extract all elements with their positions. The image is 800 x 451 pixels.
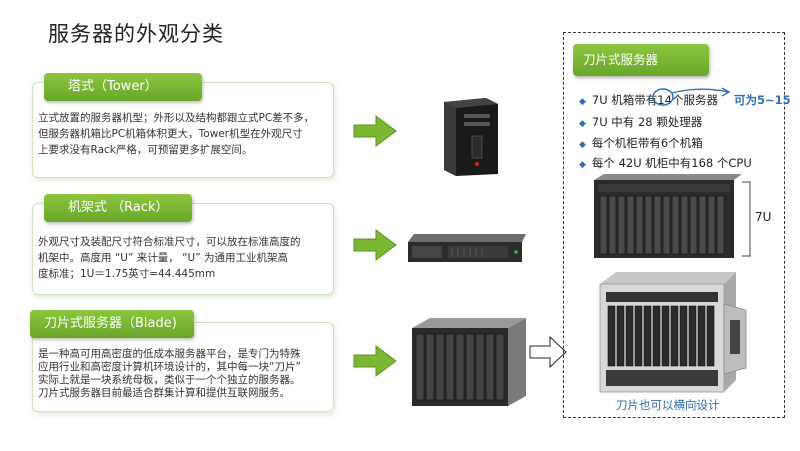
green-arrow-icon	[353, 229, 397, 261]
bullet-text-3: 每个机柜带有6个机箱	[591, 136, 703, 150]
rack-description: 外观尺寸及装配尺寸符合标准尺寸，可以放在标准高度的 机架中。高度用 “U” 来计…	[38, 234, 334, 282]
green-arrow-icon	[353, 115, 397, 147]
tower-line-2: 但服务器机箱比PC机箱体积更大，Tower机型在外观尺寸	[38, 128, 303, 140]
panel-caption: 刀片也可以横向设计	[616, 398, 720, 412]
rack-server-image	[408, 234, 526, 262]
horizontal-blade-image	[599, 272, 747, 393]
blade-tag: 刀片式服务器（Blade)	[30, 310, 194, 338]
diamond-bullet-icon: ◆	[579, 97, 586, 107]
rack-tag: 机架式 （Rack）	[44, 194, 192, 222]
rack-line-2: 机架中。高度用 “U” 来计量， “U” 为通用工业机架高	[38, 252, 288, 264]
annotation-text: 可为5~15	[734, 93, 791, 107]
height-bracket-icon	[742, 181, 751, 257]
blade-chassis-image	[412, 318, 526, 406]
page-title: 服务器的外观分类	[48, 22, 224, 46]
blade-line-1: 是一种高可用高密度的低成本服务器平台，是专门为特殊	[38, 348, 301, 360]
bullet-text-1: 7U 机箱带有14个服务器	[591, 93, 718, 107]
blade-detail-panel	[563, 32, 785, 418]
diamond-bullet-icon: ◆	[579, 140, 586, 150]
outline-arrow-icon	[529, 335, 567, 369]
blade-enclosure-image	[594, 174, 742, 258]
height-label: 7U	[755, 210, 772, 224]
tower-server-image	[444, 98, 498, 176]
annotation-arrow-icon	[652, 87, 731, 106]
green-arrow-icon	[353, 345, 397, 377]
bullet-item: ◆ 7U 中有 28 颗处理器	[579, 114, 702, 130]
blade-line-2: 应用行业和高密度计算机环境设计的，其中每一块“刀片”	[38, 361, 301, 373]
bullet-item: ◆ 每个 42U 机柜中有168 个CPU	[579, 155, 752, 171]
rack-line-1: 外观尺寸及装配尺寸符合标准尺寸，可以放在标准高度的	[38, 236, 301, 248]
tower-line-1: 立式放置的服务器机型；外形以及结构都跟立式PC差不多，	[38, 112, 315, 124]
bullet-item: ◆ 每个机柜带有6个机箱	[579, 135, 703, 151]
blade-line-3: 实际上就是一块系统母板，类似于一个个独立的服务器。	[38, 374, 301, 386]
bullet-item: ◆ 7U 机箱带有14个服务器	[579, 92, 718, 108]
blade-line-4: 刀片式服务器目前最适合群集计算和提供互联网服务。	[38, 387, 290, 399]
bullet-text-2: 7U 中有 28 颗处理器	[591, 115, 703, 129]
tower-description: 立式放置的服务器机型；外形以及结构都跟立式PC差不多， 但服务器机箱比PC机箱体…	[38, 110, 334, 158]
tower-tag: 塔式（Tower）	[44, 73, 202, 101]
tower-line-3: 上要求没有Rack严格，可预留更多扩展空间。	[38, 144, 253, 156]
blade-description: 是一种高可用高密度的低成本服务器平台，是专门为特殊 应用行业和高密度计算机环境设…	[38, 348, 334, 400]
rack-line-3: 度标准；1U＝1.75英寸=44.445mm	[38, 268, 216, 280]
panel-tag: 刀片式服务器（Blade)	[573, 44, 709, 99]
diamond-bullet-icon: ◆	[579, 119, 586, 129]
diamond-bullet-icon: ◆	[579, 160, 586, 170]
bullet-text-4: 每个 42U 机柜中有168 个CPU	[591, 156, 752, 170]
